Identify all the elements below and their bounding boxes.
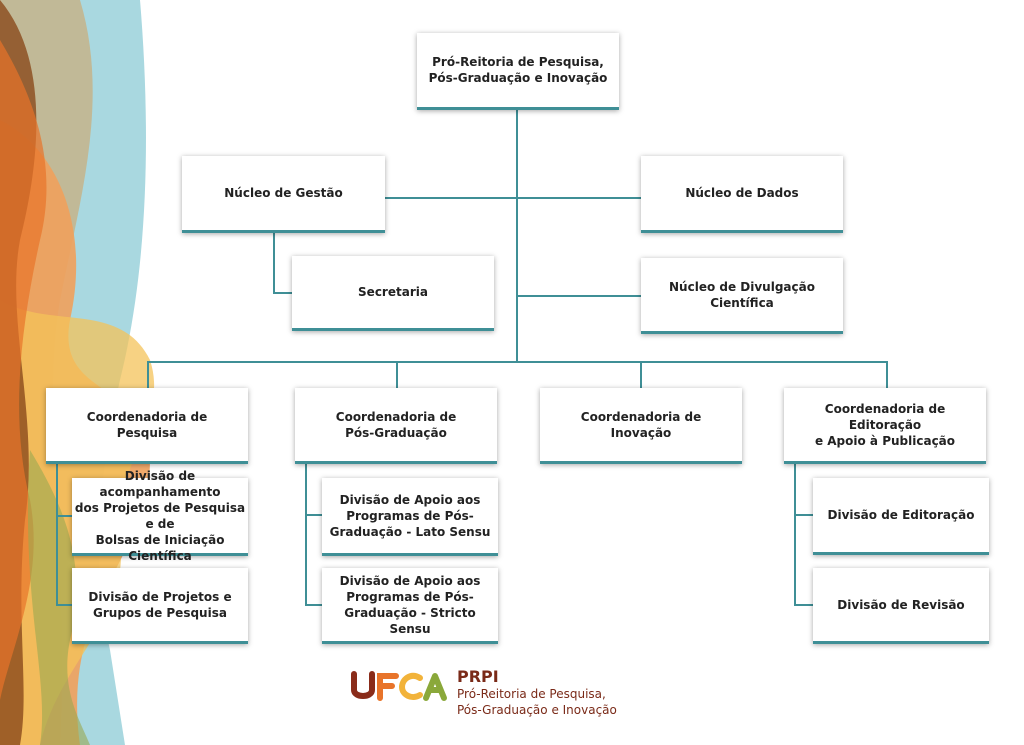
node-nucleo-dados: Núcleo de Dados: [641, 156, 843, 233]
connector-line: [794, 604, 813, 606]
connector-line: [56, 462, 58, 605]
connector-line: [385, 197, 641, 199]
node-secretaria: Secretaria: [292, 256, 494, 331]
node-label-line: Inovação: [610, 425, 672, 440]
node-label-line: Graduação - Lato Sensu: [329, 524, 491, 539]
connector-line: [56, 515, 72, 517]
node-label-line: e Apoio à Publicação: [814, 433, 956, 448]
node-div-editoracao: Divisão de Editoração: [813, 478, 989, 555]
node-div-revisao: Divisão de Revisão: [813, 568, 989, 644]
node-label: Divisão de Editoração: [827, 508, 975, 522]
node-label-line: Grupos de Pesquisa: [93, 605, 227, 620]
connector-line: [305, 514, 322, 516]
node-label-line: Divisão de Apoio aos: [339, 492, 481, 507]
ufca-logo: [351, 671, 447, 701]
node-label-line: Coordenadoria de: [86, 409, 208, 424]
node-label-line: dos Projetos de Pesquisa e de: [74, 500, 246, 531]
node-label-line: Coordenadoria de Editoração: [824, 401, 946, 432]
connector-line: [516, 110, 518, 362]
node-label-line: Coordenadoria de: [580, 409, 702, 424]
connector-line: [273, 232, 275, 293]
logo-line-1: Pró-Reitoria de Pesquisa,: [457, 687, 606, 701]
node-label: Núcleo de Gestão: [224, 186, 343, 200]
node-nucleo-divulgacao: Núcleo de Divulgação Científica: [641, 258, 843, 334]
node-pro-reitoria: Pró-Reitoria de Pesquisa, Pós-Graduação e…: [417, 33, 619, 110]
connector-line: [273, 292, 292, 294]
node-label: Núcleo de Divulgação Científica: [669, 279, 815, 310]
logo-abbreviation: PRPI: [457, 667, 499, 686]
logo-text-block: PRPI Pró-Reitoria de Pesquisa, Pós-Gradu…: [457, 668, 617, 718]
connector-line: [56, 604, 72, 606]
node-label-line: Pós-Graduação: [345, 425, 447, 440]
node-label-line: Pós-Graduação e Inovação: [428, 71, 608, 85]
node-label-line: Pró-Reitoria de Pesquisa,: [432, 55, 604, 69]
connector-line: [517, 295, 641, 297]
connector-line: [147, 361, 149, 388]
node-label-line: Coordenadoria de: [335, 409, 457, 424]
node-label-line: Divisão de Apoio aos: [339, 573, 481, 588]
connector-line: [305, 604, 322, 606]
node-label-line: Divisão de acompanhamento: [99, 468, 221, 499]
node-label-line: Pesquisa: [116, 425, 178, 440]
logo-line-2: Pós-Graduação e Inovação: [457, 703, 617, 717]
connector-line: [305, 462, 307, 605]
connector-line: [794, 514, 813, 516]
node-label-line: Graduação - Stricto Sensu: [344, 605, 476, 636]
connector-line: [640, 361, 642, 388]
node-label-line: Programas de Pós-: [346, 508, 474, 523]
connector-line: [396, 361, 398, 388]
node-label-line: Programas de Pós-: [346, 589, 474, 604]
connector-line: [886, 361, 888, 388]
node-label: Secretaria: [358, 285, 428, 299]
node-label: Núcleo de Dados: [685, 186, 799, 200]
node-nucleo-gestao: Núcleo de Gestão: [182, 156, 385, 233]
node-label: Divisão de Revisão: [837, 597, 965, 612]
node-label-line: Bolsas de Iniciação Científica: [95, 532, 225, 563]
node-label-line: Divisão de Projetos e: [88, 589, 232, 604]
connector-line: [794, 462, 796, 605]
connector-line: [147, 361, 888, 363]
